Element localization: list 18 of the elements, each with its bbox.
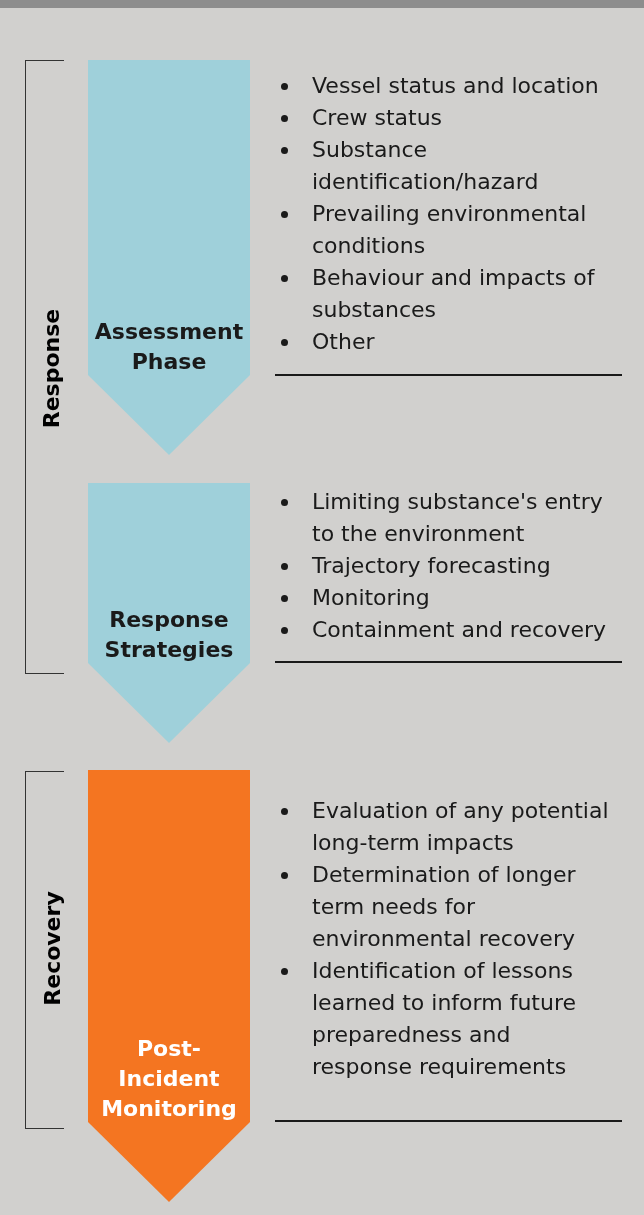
side-label: Recovery (39, 890, 65, 1006)
list-item: Limiting substance's entry to the environment (275, 486, 615, 550)
list-item: Vessel status and location (275, 70, 615, 102)
list-item: Prevailing environmental conditions (275, 198, 615, 262)
phase-title: Response Strategies (103, 606, 235, 664)
phase-title: Post-Incident Monitoring (100, 1035, 238, 1123)
list-item: Evaluation of any potential long-term impacts (275, 795, 615, 859)
list-item: Behaviour and impacts of substances (275, 262, 615, 326)
list-item: Trajectory forecasting (275, 550, 615, 582)
list-item: Other (275, 326, 615, 358)
phase-title: Assessment Phase (93, 318, 245, 376)
list-item: Containment and recovery (275, 614, 615, 646)
list-item: Monitoring (275, 582, 615, 614)
list-item: Identification of lessons learned to inform future preparedness and response requirements (275, 955, 615, 1083)
list-item: Crew status (275, 102, 615, 134)
list-item: Substance identification/hazard (275, 134, 615, 198)
side-label: Response (39, 308, 65, 428)
list-item: Determination of longer term needs for environmental recovery (275, 859, 615, 955)
